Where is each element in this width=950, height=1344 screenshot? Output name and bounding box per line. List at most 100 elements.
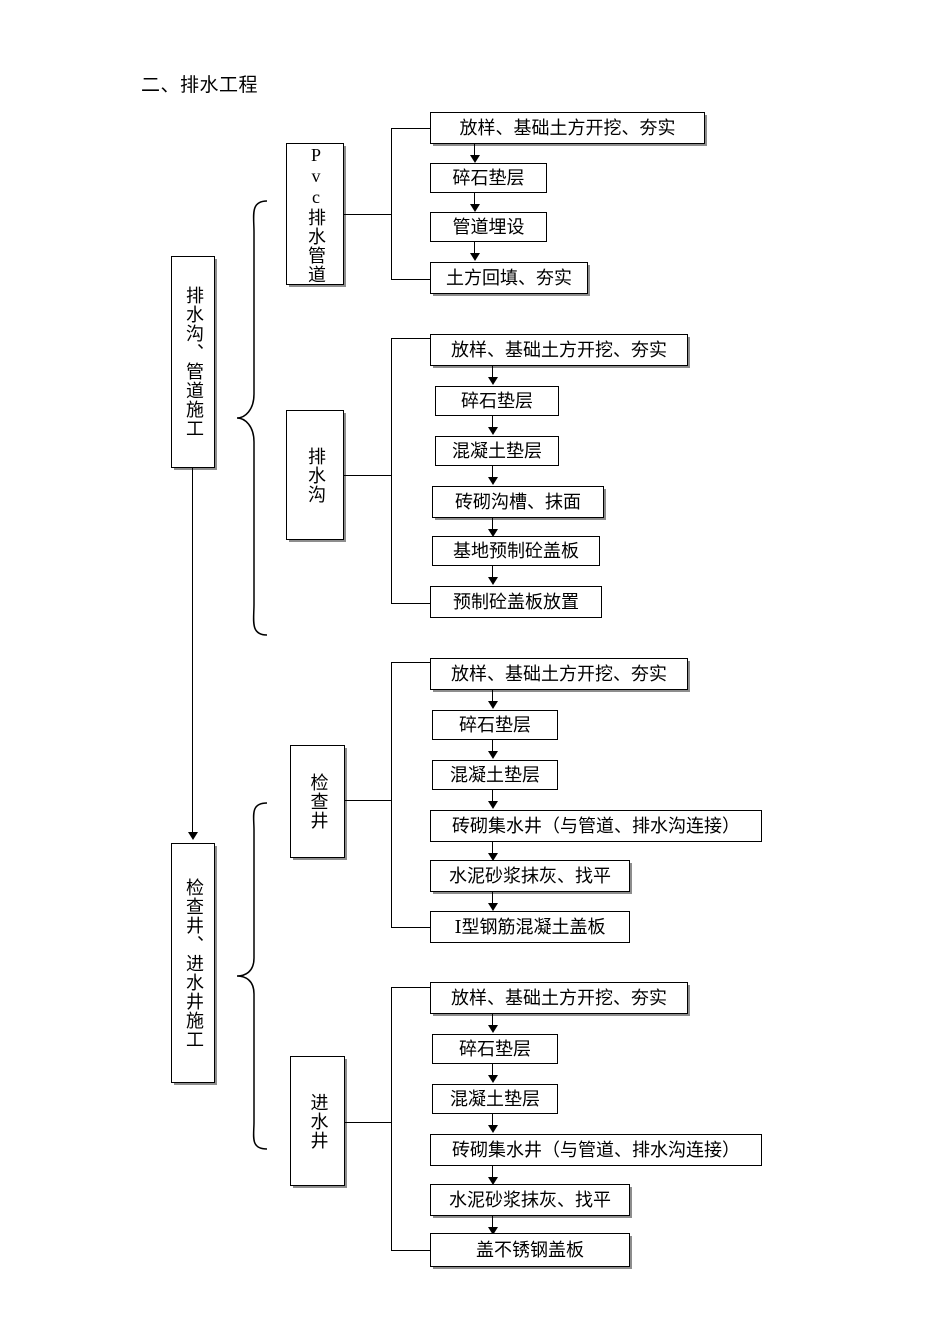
process-step-box: 放样、基础土方开挖、夯实 — [430, 658, 688, 690]
stage-connector-line — [192, 468, 194, 834]
step-arrow-line — [492, 566, 494, 580]
step-arrow-head — [488, 1025, 498, 1033]
process-step-label: 盖不锈钢盖板 — [476, 1239, 584, 1260]
step-arrow-line — [474, 144, 476, 158]
step-arrow-head — [488, 751, 498, 759]
step-arrow-head — [488, 853, 498, 861]
branch-label-water-inlet: 进水井 — [290, 1056, 345, 1186]
step-arrow-line — [474, 242, 476, 256]
process-step-box: 预制砼盖板放置 — [430, 586, 602, 618]
step-arrow-head — [488, 427, 498, 435]
process-step-box: 管道埋设 — [430, 212, 547, 242]
step-arrow-line — [492, 416, 494, 430]
process-step-label: 混凝土垫层 — [450, 1088, 540, 1109]
step-arrow-head — [488, 577, 498, 585]
step-arrow-line — [492, 466, 494, 480]
process-step-box: 砖砌集水井（与管道、排水沟连接） — [430, 810, 762, 842]
branch-label-text: Pvc排水管道 — [305, 144, 326, 284]
process-step-label: 碎石垫层 — [461, 390, 533, 411]
process-step-label: 水泥砂浆抹灰、找平 — [449, 865, 611, 886]
branch-label-ditch: 排水沟 — [286, 410, 344, 540]
process-step-box: 水泥砂浆抹灰、找平 — [430, 860, 630, 892]
step-arrow-line — [492, 518, 494, 532]
step-arrow-head — [488, 903, 498, 911]
step-arrow-line — [492, 1216, 494, 1230]
step-arrow-head — [470, 253, 480, 261]
process-step-box: 砖砌沟槽、抹面 — [432, 486, 604, 518]
stage-connector-arrowhead — [188, 832, 198, 840]
process-step-label: 混凝土垫层 — [452, 440, 542, 461]
process-step-box: 碎石垫层 — [432, 710, 558, 740]
process-step-label: 碎石垫层 — [459, 714, 531, 735]
process-step-label: 砖砌集水井（与管道、排水沟连接） — [452, 1139, 740, 1160]
process-step-box: 放样、基础土方开挖、夯实 — [430, 334, 688, 366]
step-arrow-line — [492, 892, 494, 906]
process-step-label: 砖砌沟槽、抹面 — [455, 491, 581, 512]
process-step-box: 放样、基础土方开挖、夯实 — [430, 112, 705, 144]
step-arrow-head — [470, 204, 480, 212]
process-step-label: 水泥砂浆抹灰、找平 — [449, 1189, 611, 1210]
step-arrow-head — [488, 1125, 498, 1133]
branch-connector-top — [391, 338, 431, 340]
step-arrow-head — [488, 801, 498, 809]
branch-connector-top — [391, 128, 431, 130]
branch-connector-h — [345, 1122, 392, 1124]
page-title: 二、排水工程 — [141, 75, 259, 96]
branch-label-text: 检查井 — [308, 773, 329, 830]
step-arrow-line — [492, 842, 494, 856]
step-arrow-line — [492, 690, 494, 704]
branch-connector-bottom — [391, 1250, 431, 1252]
step-arrow-line — [492, 1166, 494, 1180]
stage-label-manhole-inlet: 检查井、进水井施工 — [171, 843, 215, 1083]
stage-label-text: 检查井、进水井施工 — [183, 877, 204, 1049]
process-step-label: 土方回填、夯实 — [446, 267, 572, 288]
step-arrow-line — [492, 1014, 494, 1028]
step-arrow-line — [474, 193, 476, 207]
branch-connector-h — [344, 214, 392, 216]
branch-label-pvc-pipe: Pvc排水管道 — [286, 143, 344, 285]
step-arrow-head — [488, 1227, 498, 1235]
branch-connector-v — [391, 662, 393, 928]
process-step-label: Ⅰ型钢筋混凝土盖板 — [454, 916, 606, 937]
branch-connector-v — [391, 987, 393, 1251]
branch-connector-top — [391, 987, 431, 989]
branch-label-manhole: 检查井 — [290, 745, 345, 858]
process-step-label: 砖砌集水井（与管道、排水沟连接） — [452, 815, 740, 836]
process-step-label: 放样、基础土方开挖、夯实 — [451, 663, 667, 684]
step-arrow-head — [488, 1177, 498, 1185]
process-step-box: 盖不锈钢盖板 — [430, 1233, 630, 1267]
step-arrow-head — [470, 155, 480, 163]
process-step-label: 混凝土垫层 — [450, 764, 540, 785]
process-step-label: 预制砼盖板放置 — [453, 591, 579, 612]
step-arrow-head — [488, 477, 498, 485]
branch-connector-h — [344, 475, 392, 477]
process-step-box: 混凝土垫层 — [432, 1084, 558, 1114]
brace-stage-1 — [236, 198, 268, 638]
process-step-box: 碎石垫层 — [435, 386, 559, 416]
process-step-box: 砖砌集水井（与管道、排水沟连接） — [430, 1134, 762, 1166]
step-arrow-line — [492, 1114, 494, 1128]
stage-label-drainage-pipe: 排水沟、管道施工 — [171, 256, 215, 468]
branch-connector-v — [391, 128, 393, 280]
process-step-box: Ⅰ型钢筋混凝土盖板 — [430, 911, 630, 943]
step-arrow-line — [492, 366, 494, 380]
process-step-box: 碎石垫层 — [432, 1034, 558, 1064]
process-step-box: 水泥砂浆抹灰、找平 — [430, 1184, 630, 1216]
stage-label-text: 排水沟、管道施工 — [183, 286, 204, 438]
branch-connector-bottom — [391, 927, 431, 929]
brace-stage-2 — [236, 800, 268, 1152]
step-arrow-line — [492, 790, 494, 804]
process-step-box: 混凝土垫层 — [435, 436, 559, 466]
branch-label-text: 进水井 — [308, 1092, 329, 1150]
process-step-box: 放样、基础土方开挖、夯实 — [430, 982, 688, 1014]
branch-connector-top — [391, 662, 431, 664]
process-step-box: 基地预制砼盖板 — [432, 536, 600, 566]
process-step-box: 碎石垫层 — [430, 163, 547, 193]
branch-connector-v — [391, 338, 393, 604]
process-step-label: 管道埋设 — [452, 216, 525, 237]
process-step-label: 基地预制砼盖板 — [453, 540, 579, 561]
process-step-box: 土方回填、夯实 — [430, 262, 588, 294]
step-arrow-head — [488, 701, 498, 709]
branch-connector-h — [345, 800, 392, 802]
